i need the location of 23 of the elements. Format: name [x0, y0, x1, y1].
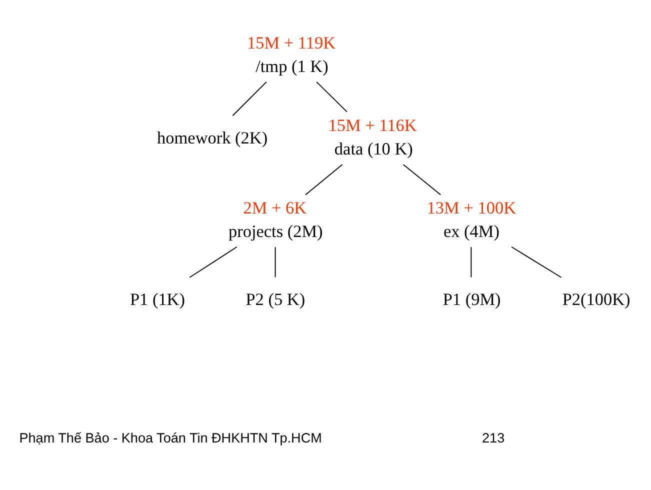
node-text: P1 (1K)	[130, 289, 186, 308]
connector	[274, 246, 276, 278]
node-label: 15M + 119K	[246, 33, 336, 52]
node-text: P2(100K)	[562, 289, 630, 308]
node-text: P2 (5 K)	[246, 289, 306, 308]
connector	[316, 80, 348, 112]
connector	[305, 163, 343, 195]
node-text: projects (2M)	[228, 222, 323, 241]
label: Phạm Thế Bảo - Khoa Toán Tin ĐHKHTN Tp.HCM	[19, 430, 322, 445]
connector	[470, 246, 472, 278]
node-text: /tmp (1 K)	[256, 56, 328, 76]
node-text: ex (4M)	[443, 222, 500, 241]
node-text: data (10 K)	[334, 139, 413, 158]
connector	[402, 163, 442, 195]
label: 213	[482, 430, 505, 445]
node-label: 15M + 116K	[328, 116, 417, 135]
connector	[511, 246, 562, 278]
connector	[189, 246, 238, 278]
node-text: homework (2K)	[157, 128, 268, 148]
connector	[232, 80, 267, 116]
node-text: P1 (9M)	[442, 289, 501, 308]
node-label: 13M + 100K	[426, 198, 516, 218]
node-label: 2M + 6K	[243, 198, 307, 218]
